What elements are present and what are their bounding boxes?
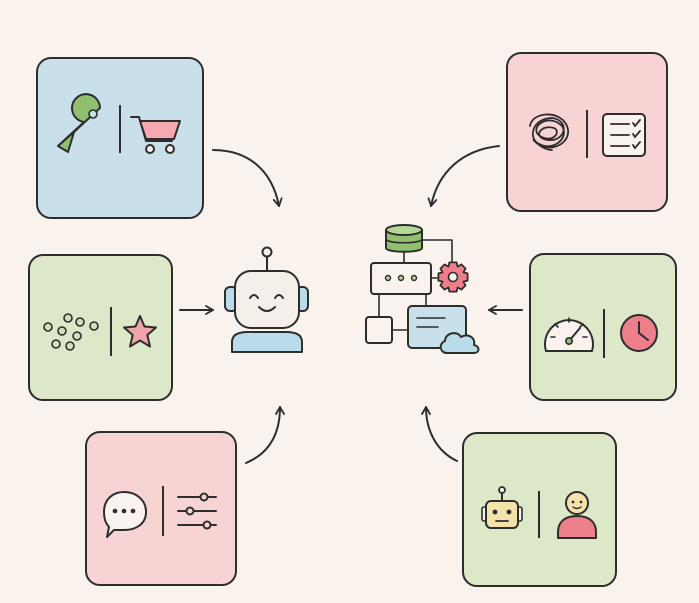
checklist-icon [602, 113, 646, 157]
gear-icon [437, 261, 469, 293]
clock-icon [620, 314, 658, 352]
card-tools-shopping [36, 57, 204, 219]
card-chat-sliders-bg [85, 431, 237, 586]
arrow-chat-to-robot [245, 406, 285, 464]
shopping-cart-icon [130, 116, 181, 154]
arrow-tangle-to-system [427, 145, 500, 207]
arrow-tools-to-robot [212, 149, 283, 207]
card-dots-star-bg [28, 254, 173, 401]
speedometer-icon [544, 317, 594, 352]
scattered-dots-icon [43, 313, 99, 351]
wrench-icon [57, 93, 101, 153]
person-icon [557, 491, 597, 539]
card-tangle-checklist [506, 52, 668, 212]
database-icon [385, 224, 423, 253]
server-icon [370, 262, 432, 295]
cloud-icon [439, 332, 480, 354]
card-dots-star [28, 254, 173, 401]
star-icon [123, 315, 157, 348]
card-speed-time [529, 253, 677, 401]
robot-assistant-icon [224, 246, 309, 353]
robot-head-icon [481, 486, 523, 529]
tangled-scribble-icon [529, 113, 569, 151]
sliders-icon [177, 492, 217, 530]
card-bot-human [462, 432, 617, 587]
node-box-icon [365, 316, 393, 344]
arrow-bot-to-system [421, 406, 458, 462]
speech-bubble-icon [103, 491, 147, 538]
card-chat-sliders [85, 431, 237, 586]
system-architecture-icon [365, 224, 480, 354]
